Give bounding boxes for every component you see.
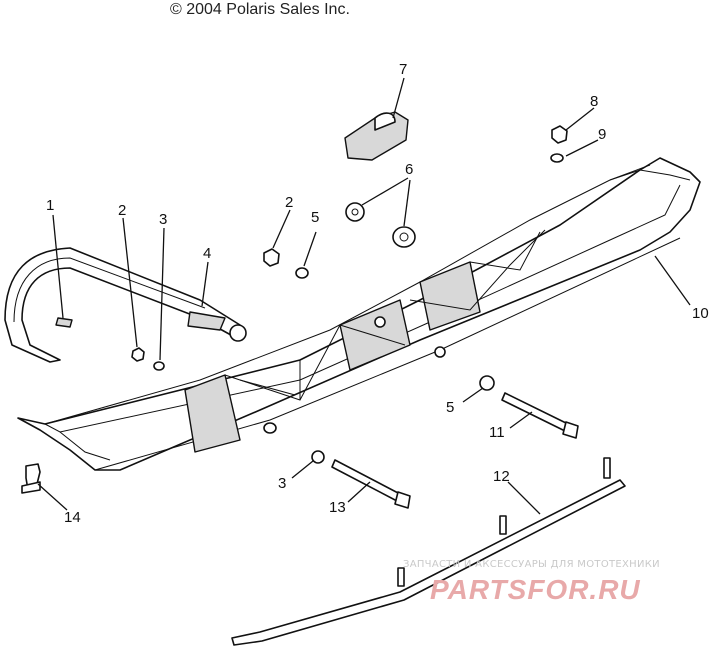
washer-9	[550, 153, 564, 163]
wear-rod	[231, 457, 626, 646]
ski-body	[17, 157, 701, 471]
callout-10: 10	[692, 305, 709, 322]
nut-2-left	[131, 347, 145, 362]
callout-6: 6	[405, 161, 413, 178]
bolt-11	[501, 392, 579, 439]
copyright-text: © 2004 Polaris Sales Inc.	[170, 1, 350, 18]
spindle-block	[344, 111, 409, 161]
callout-5-top: 5	[311, 209, 319, 226]
washer-6b	[392, 226, 416, 248]
callouts: 7 8 9 6 2 5 1 2 3 4 10 5 11 3 13 12 14	[46, 61, 709, 526]
callout-9: 9	[598, 126, 606, 143]
washer-5-top	[295, 267, 309, 279]
watermark: ЗАПЧАСТИ И АКСЕССУАРЫ ДЛЯ МОТОТЕХНИКИ PA…	[403, 559, 660, 605]
nut-8	[551, 125, 568, 144]
ski-loop	[4, 247, 247, 363]
washer-3-bottom	[311, 450, 325, 464]
bolt-13	[331, 459, 411, 509]
nut-2-top	[263, 248, 280, 267]
callout-4: 4	[203, 245, 211, 262]
leader-lines	[37, 77, 691, 515]
callout-14: 14	[64, 509, 81, 526]
callout-5-right: 5	[446, 399, 454, 416]
watermark-brand: PARTSFOR.RU	[430, 574, 641, 605]
washer-3-left	[153, 361, 165, 371]
washer-6a	[345, 202, 365, 222]
callout-12: 12	[493, 468, 510, 485]
callout-8: 8	[590, 93, 598, 110]
pin-14	[21, 463, 41, 494]
callout-2-left: 2	[118, 202, 126, 219]
callout-1: 1	[46, 197, 54, 214]
watermark-tagline: ЗАПЧАСТИ И АКСЕССУАРЫ ДЛЯ МОТОТЕХНИКИ	[403, 559, 660, 570]
washer-5-right	[479, 375, 495, 391]
callout-3-left: 3	[159, 211, 167, 228]
callout-2-top: 2	[285, 194, 293, 211]
callout-11: 11	[489, 424, 505, 441]
callout-3-bottom: 3	[278, 475, 286, 492]
callout-7: 7	[399, 61, 407, 78]
callout-13: 13	[329, 499, 346, 516]
